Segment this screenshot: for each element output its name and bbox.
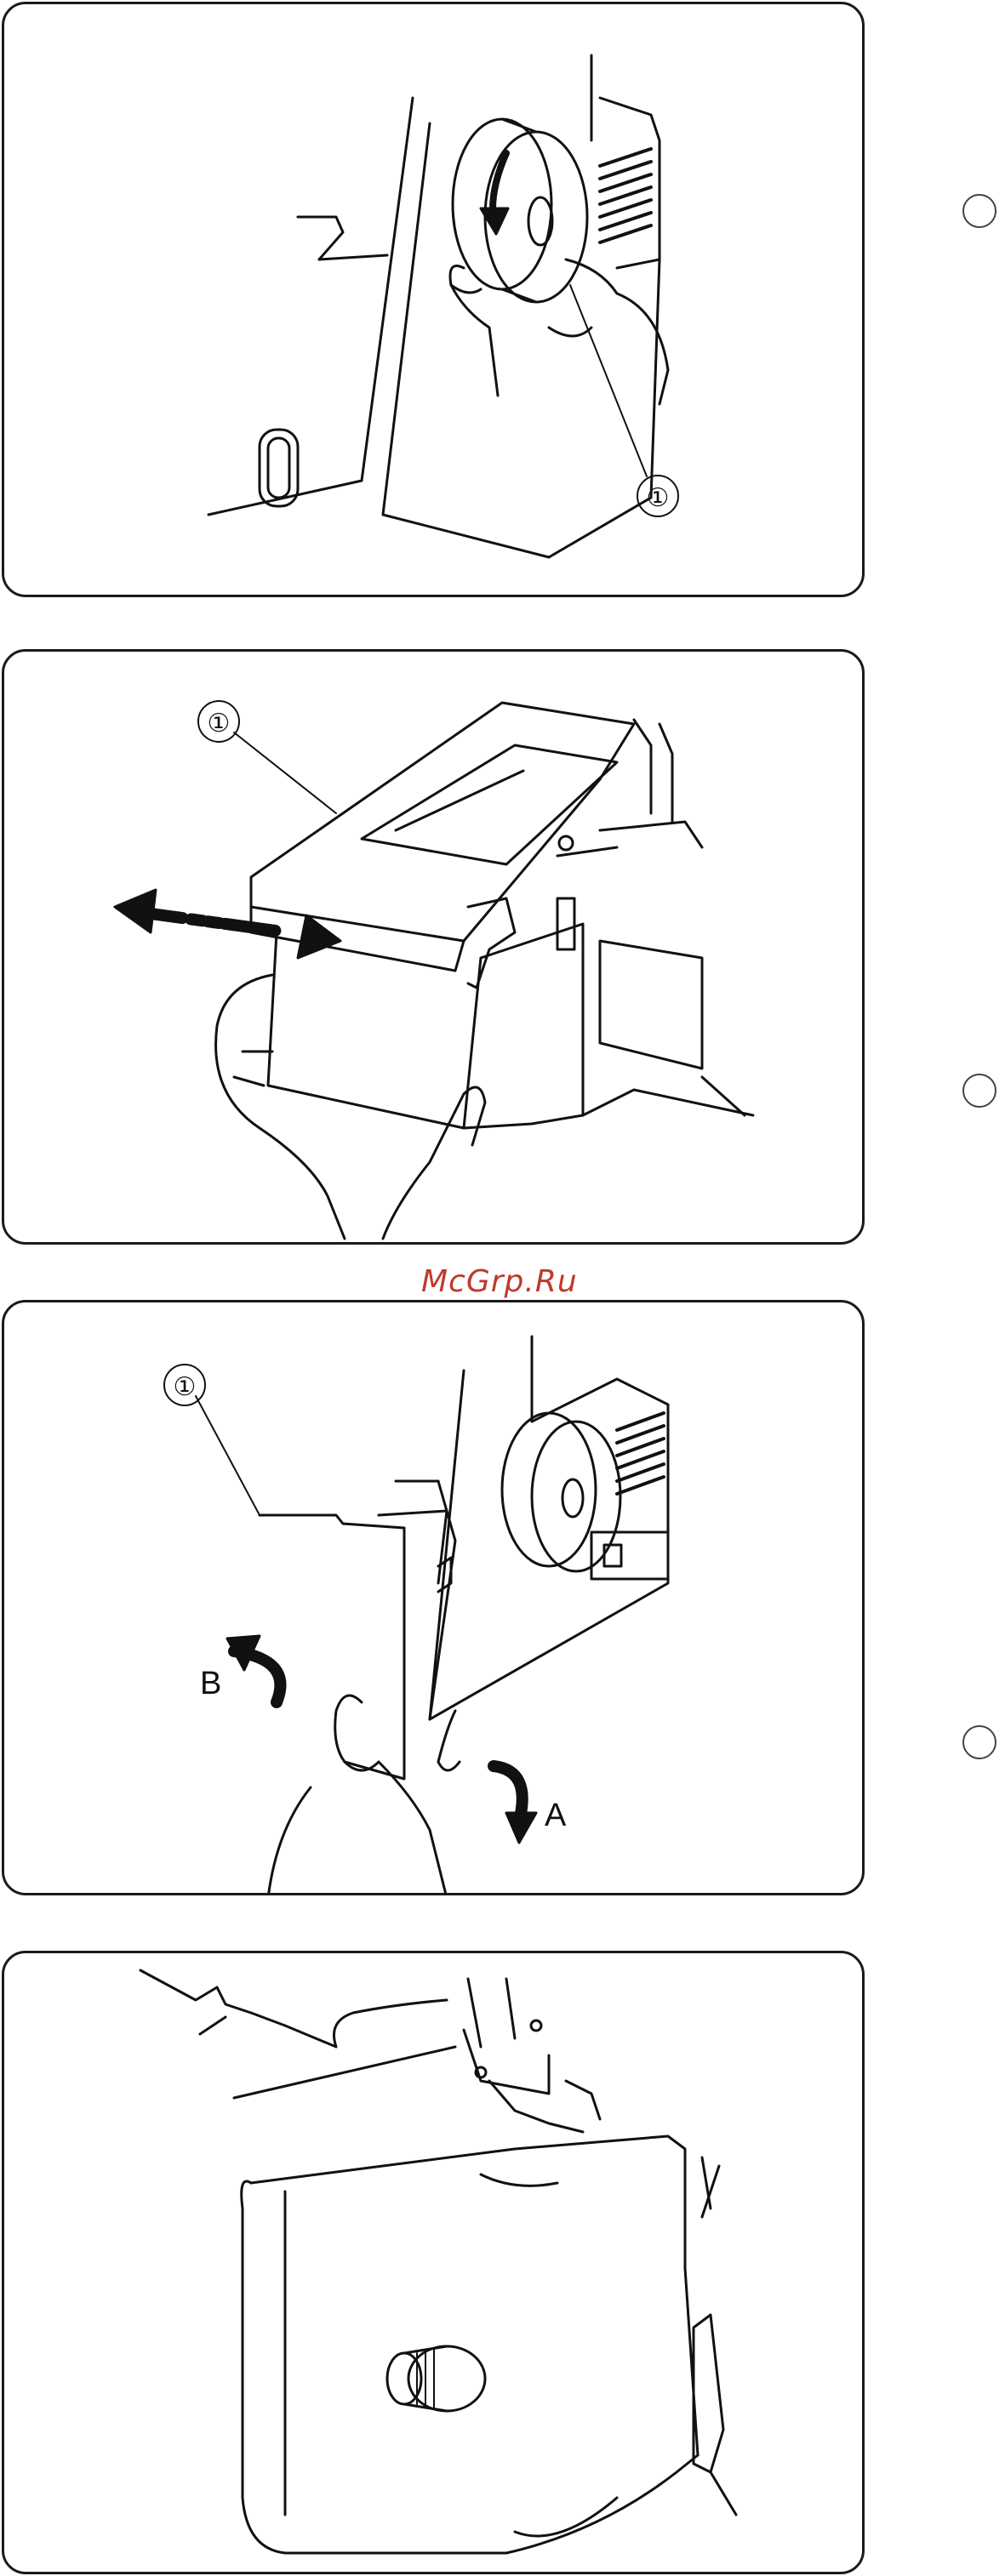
side-marker-circle [962,194,996,228]
side-marker-circle [962,1725,996,1759]
free-arm-illustration [4,1953,865,2574]
side-marker-circle [962,1074,996,1108]
watermark-text: McGrp.Ru [421,1264,578,1299]
extension-table-illustration: ① [4,652,865,1245]
cover-removal-illustration: B A ① [4,1302,865,1895]
arrow-label-b: B [200,1666,221,1701]
illustration-panel-3: B A ① [2,1300,865,1895]
callout-number: ① [208,709,231,738]
illustration-panel-4 [2,1951,865,2574]
callout-number: ① [174,1372,197,1402]
arrow-label-a: A [545,1798,567,1833]
illustration-panel-2: ① [2,649,865,1245]
callout-number: ① [647,483,670,513]
handwheel-illustration: ① [4,4,865,597]
illustration-panel-1: ① [2,2,865,597]
